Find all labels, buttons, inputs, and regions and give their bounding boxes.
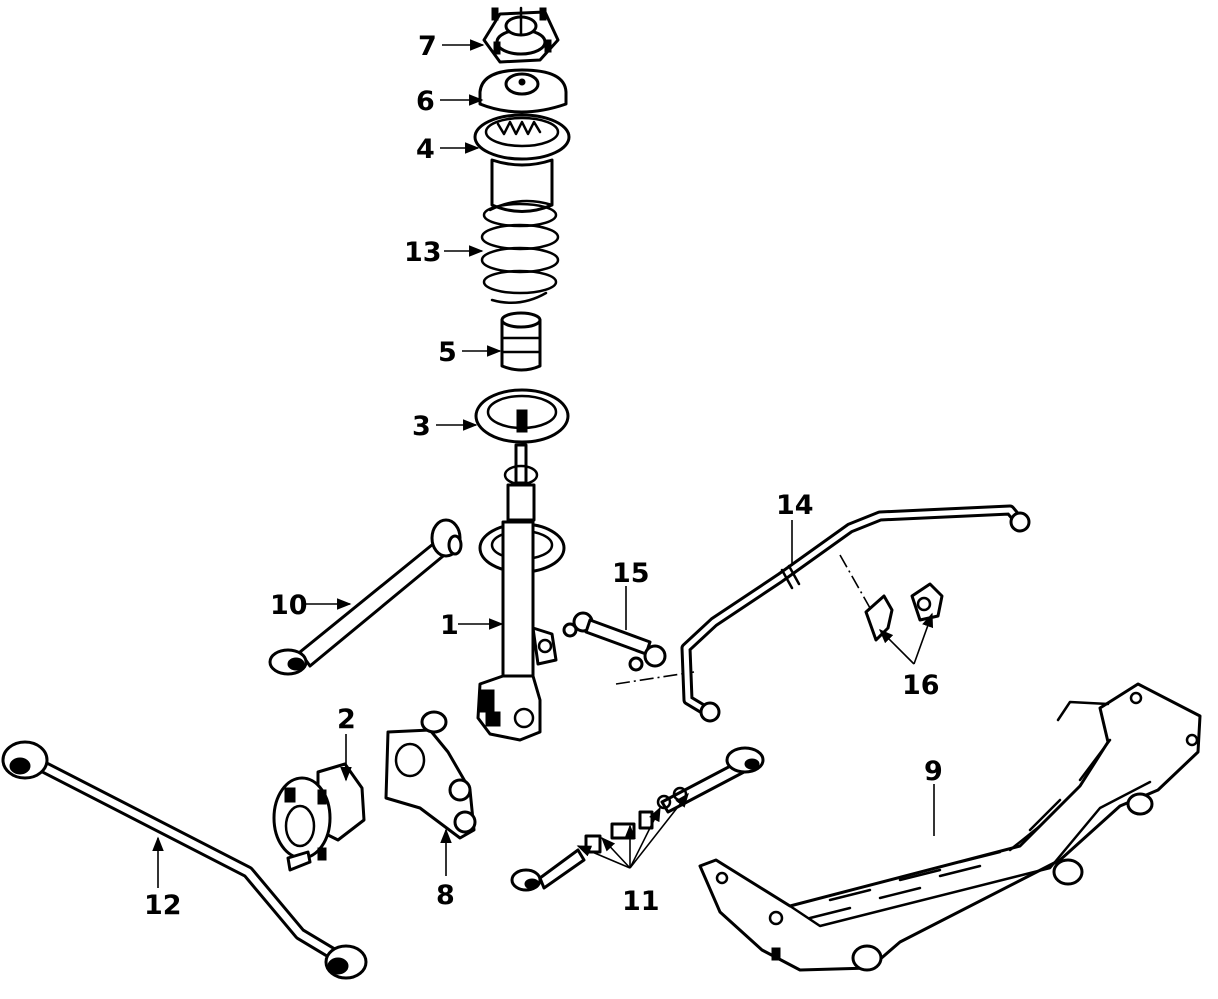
coil-spring-part	[480, 199, 560, 305]
callout-9: 9	[924, 756, 943, 787]
hub-bearing-part	[272, 762, 366, 872]
callout-13: 13	[404, 237, 442, 268]
callout-7: 7	[418, 31, 437, 62]
callout-3: 3	[412, 411, 431, 442]
stabilizer-link-part	[562, 611, 695, 685]
callout-6: 6	[416, 86, 435, 117]
callout-8: 8	[436, 880, 455, 911]
callout-5: 5	[438, 337, 457, 368]
stabilizer-bushing-part	[864, 582, 944, 642]
strut-assembly-part	[476, 443, 566, 742]
callout-4: 4	[416, 134, 435, 165]
callout-14: 14	[776, 490, 814, 521]
stabilizer-bar-part	[680, 504, 1031, 723]
lower-spring-seat-part	[474, 388, 570, 444]
callout-16: 16	[902, 670, 940, 701]
strut-mount-part	[482, 6, 560, 64]
upper-spring-seat-part	[478, 68, 568, 114]
spring-insulator-part	[473, 113, 571, 161]
knuckle-part	[384, 710, 477, 840]
callout-10: 10	[270, 590, 308, 621]
callout-12: 12	[144, 890, 182, 921]
leader-lines	[152, 39, 935, 888]
bump-stopper-part	[500, 311, 542, 372]
lateral-link-upper-part	[268, 518, 463, 676]
crossmember-part	[698, 682, 1202, 972]
callout-15: 15	[612, 558, 650, 589]
callout-2: 2	[337, 704, 356, 735]
trailing-arm-part	[1, 740, 368, 980]
callout-1: 1	[440, 610, 459, 641]
callout-11: 11	[622, 886, 660, 917]
callout-labels: 7 6 4 13 5 3 1 10 15 14 16 2 9 8 12 11	[144, 31, 943, 921]
